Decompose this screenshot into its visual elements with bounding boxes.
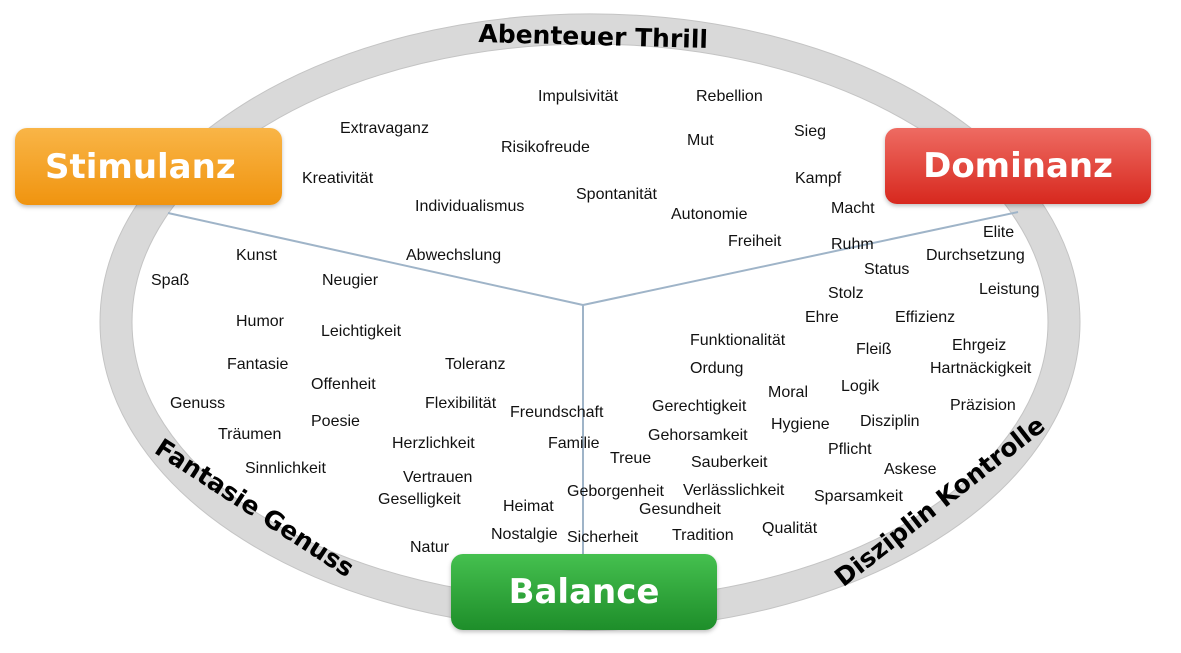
- value-word: Flexibilität: [425, 395, 497, 412]
- value-word: Genuss: [170, 395, 225, 412]
- value-word: Sieg: [794, 123, 826, 140]
- segment-dominanz: Dominanz: [885, 128, 1151, 204]
- value-word: Autonomie: [671, 206, 748, 223]
- value-word: Disziplin: [860, 413, 920, 430]
- value-word: Ordung: [690, 360, 743, 377]
- value-word: Status: [864, 261, 909, 278]
- value-word: Heimat: [503, 498, 554, 515]
- value-word: Kreativität: [302, 170, 374, 187]
- value-word: Pflicht: [828, 441, 872, 458]
- segment-balance: Balance: [451, 554, 717, 630]
- value-word: Effizienz: [895, 309, 955, 326]
- value-word: Ehre: [805, 309, 839, 326]
- value-word: Sinnlichkeit: [245, 460, 326, 477]
- ring-label-top: Abenteuer Thrill: [478, 19, 708, 54]
- value-word: Natur: [410, 539, 450, 556]
- value-word: Impulsivität: [538, 88, 619, 105]
- value-word: Ehrgeiz: [952, 337, 1006, 354]
- value-word: Humor: [236, 313, 285, 330]
- value-word: Abwechslung: [406, 247, 501, 264]
- value-word: Geborgenheit: [567, 483, 665, 500]
- value-word: Fantasie: [227, 356, 288, 373]
- value-word: Stolz: [828, 285, 864, 302]
- value-word: Spaß: [151, 272, 189, 289]
- value-word: Herzlichkeit: [392, 435, 475, 452]
- value-word: Freundschaft: [510, 404, 604, 421]
- value-word: Logik: [841, 378, 880, 395]
- value-word: Offenheit: [311, 376, 376, 393]
- value-word: Familie: [548, 435, 600, 452]
- value-word: Extravaganz: [340, 120, 429, 137]
- value-word: Sauberkeit: [691, 454, 768, 471]
- value-word: Moral: [768, 384, 808, 401]
- value-word: Hartnäckigkeit: [930, 360, 1032, 377]
- value-word: Funktionalität: [690, 332, 786, 349]
- outer-ring: [99, 13, 1081, 631]
- value-word: Risikofreude: [501, 139, 590, 156]
- value-word: Leistung: [979, 281, 1040, 298]
- value-word: Macht: [831, 200, 875, 217]
- value-word: Gerechtigkeit: [652, 398, 747, 415]
- value-word: Fleiß: [856, 341, 892, 358]
- value-word: Gehorsamkeit: [648, 427, 748, 444]
- value-word: Ruhm: [831, 236, 874, 253]
- value-word: Kampf: [795, 170, 842, 187]
- value-word: Sparsamkeit: [814, 488, 903, 505]
- divider-dominanz: [582, 211, 1019, 306]
- value-word: Treue: [610, 450, 651, 467]
- value-word: Nostalgie: [491, 526, 558, 543]
- value-word: Durchsetzung: [926, 247, 1025, 264]
- value-word: Toleranz: [445, 356, 505, 373]
- value-word: Tradition: [672, 527, 734, 544]
- divider-stimulanz: [167, 212, 584, 306]
- value-word: Rebellion: [696, 88, 763, 105]
- value-word: Poesie: [311, 413, 360, 430]
- value-word: Leichtigkeit: [321, 323, 402, 340]
- value-word: Mut: [687, 132, 714, 149]
- value-word: Freiheit: [728, 233, 782, 250]
- value-word: Kunst: [236, 247, 277, 264]
- value-word: Gesundheit: [639, 501, 721, 518]
- value-word: Qualität: [762, 520, 818, 537]
- ring-label-bottom-left: Fantasie Genuss: [150, 433, 360, 583]
- value-word: Sicherheit: [567, 529, 639, 546]
- value-word: Neugier: [322, 272, 379, 289]
- value-word: Vertrauen: [403, 469, 472, 486]
- segment-stimulanz: Stimulanz: [15, 128, 282, 205]
- value-word: Verlässlichkeit: [683, 482, 785, 499]
- value-word: Elite: [983, 224, 1014, 241]
- value-word: Hygiene: [771, 416, 830, 433]
- segment-balance-label: Balance: [508, 572, 660, 612]
- value-word: Träumen: [218, 426, 281, 443]
- value-word: Askese: [884, 461, 937, 478]
- value-word: Geselligkeit: [378, 491, 461, 508]
- value-word: Individualismus: [415, 198, 524, 215]
- segment-dominanz-label: Dominanz: [923, 146, 1113, 186]
- value-word: Präzision: [950, 397, 1016, 414]
- value-word: Spontanität: [576, 186, 658, 203]
- segment-stimulanz-label: Stimulanz: [45, 146, 236, 187]
